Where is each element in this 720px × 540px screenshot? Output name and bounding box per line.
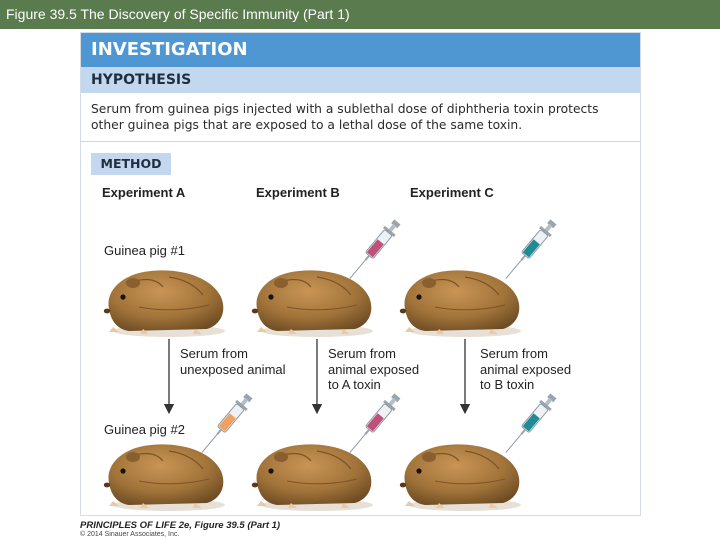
experiment-b-label: Experiment B [256, 185, 340, 200]
guinea-pig-a1 [103, 269, 226, 338]
syringe-a2 [195, 390, 256, 458]
experiment-illustration [103, 216, 560, 512]
serum-label-c-line3: to B toxin [480, 377, 535, 392]
serum-label-b-line3: to A toxin [328, 377, 381, 392]
syringe-b1 [343, 216, 404, 284]
figure-title: Figure 39.5 The Discovery of Specific Im… [6, 6, 350, 22]
footer-credit: PRINCIPLES OF LIFE 2e, Figure 39.5 (Part… [80, 520, 281, 531]
hypothesis-text: Serum from guinea pigs injected with a s… [91, 101, 639, 133]
experiment-c-label: Experiment C [410, 185, 494, 200]
footer-copyright: © 2014 Sinauer Associates, Inc. [80, 531, 180, 538]
syringe-c2 [499, 390, 560, 458]
figure-title-bar: Figure 39.5 The Discovery of Specific Im… [0, 0, 720, 29]
hypothesis-line-1: Serum from guinea pigs injected with a s… [91, 102, 599, 116]
guinea-pig-c1 [399, 269, 522, 338]
syringe-c1 [499, 216, 560, 284]
investigation-panel: INVESTIGATION HYPOTHESIS Serum from guin… [80, 32, 641, 516]
serum-label-b: Serum from animal exposed to A toxin [328, 346, 419, 393]
serum-label-a-line2: unexposed animal [180, 361, 286, 377]
section-divider [81, 141, 640, 142]
investigation-header: INVESTIGATION [81, 33, 640, 67]
guinea-pig-a2 [103, 443, 226, 512]
serum-label-c-line2: animal exposed [480, 361, 572, 377]
guinea-pig-2-label: Guinea pig #2 [104, 422, 185, 437]
experiment-a-label: Experiment A [102, 185, 186, 200]
guinea-pig-c2 [399, 443, 522, 512]
method-label: METHOD [91, 153, 171, 175]
serum-label-c: Serum from animal exposed to B toxin [480, 346, 571, 393]
serum-label-b-line2: animal exposed [328, 361, 420, 377]
guinea-pig-b2 [251, 443, 374, 512]
hypothesis-header: HYPOTHESIS [81, 67, 640, 93]
serum-label-a: Serum from unexposed animal [180, 346, 286, 377]
syringe-b2 [343, 390, 404, 458]
guinea-pig-b1 [251, 269, 374, 338]
serum-label-b-line1: Serum from [328, 346, 396, 361]
serum-label-a-line1: Serum from [180, 346, 248, 361]
hypothesis-line-2: other guinea pigs that are exposed to a … [91, 118, 523, 132]
serum-label-c-line1: Serum from [480, 346, 548, 361]
guinea-pig-1-label: Guinea pig #1 [104, 243, 185, 258]
